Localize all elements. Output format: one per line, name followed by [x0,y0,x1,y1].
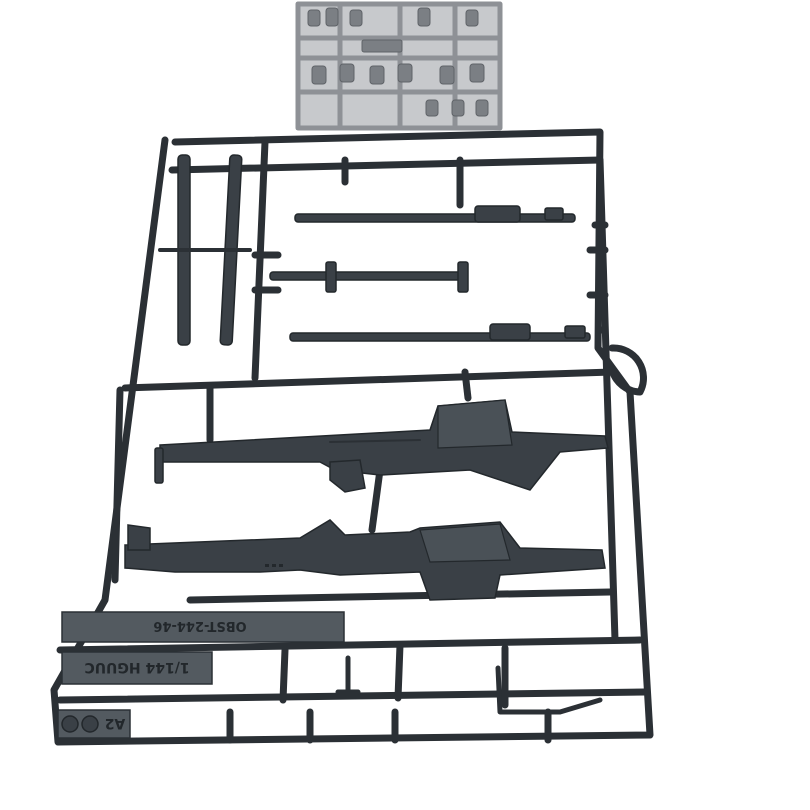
gray-sprue [295,1,503,131]
rifle-part-upper [154,399,609,493]
round-gate [608,344,647,396]
tag-plate-kit: OBST-244-46 [61,611,345,643]
tag-plate-scale: 1/144 HGUUC [61,651,213,685]
part-code: A2 [105,715,126,731]
kit-text: OBST-244-46 [153,618,246,633]
hook-part [495,665,603,715]
scale-label: 1/144 HGUUC [84,659,189,675]
rifle-part-lower [124,519,606,601]
barrel-parts [269,205,591,342]
tag-plate-code: A2 [57,709,131,739]
long-rods [158,154,252,346]
